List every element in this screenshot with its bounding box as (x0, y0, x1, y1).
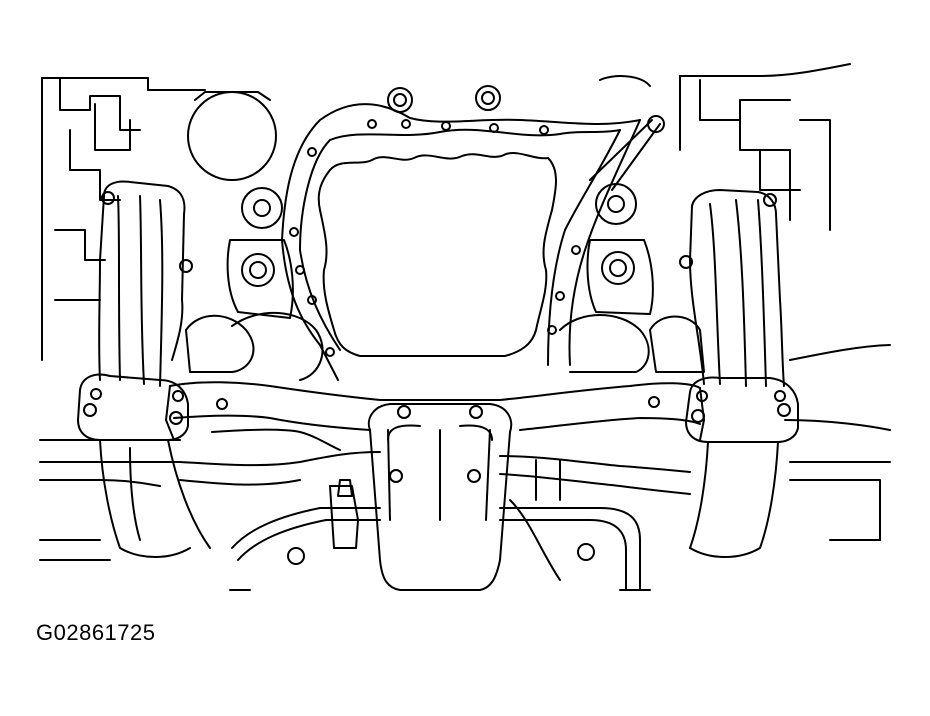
oil-filter (187, 91, 277, 181)
left-exhaust-manifold (77, 180, 211, 558)
left-engine-block-outline (41, 77, 206, 361)
right-engine-mount (559, 183, 705, 373)
right-engine-block-outline (599, 63, 891, 431)
right-exhaust-manifold (679, 189, 799, 558)
oil-pan-outline (281, 85, 665, 381)
figure-id-label: G02861725 (36, 620, 156, 645)
steering-rack-and-lines (39, 428, 891, 591)
front-crossmember (165, 381, 705, 591)
left-engine-mount (185, 187, 324, 381)
